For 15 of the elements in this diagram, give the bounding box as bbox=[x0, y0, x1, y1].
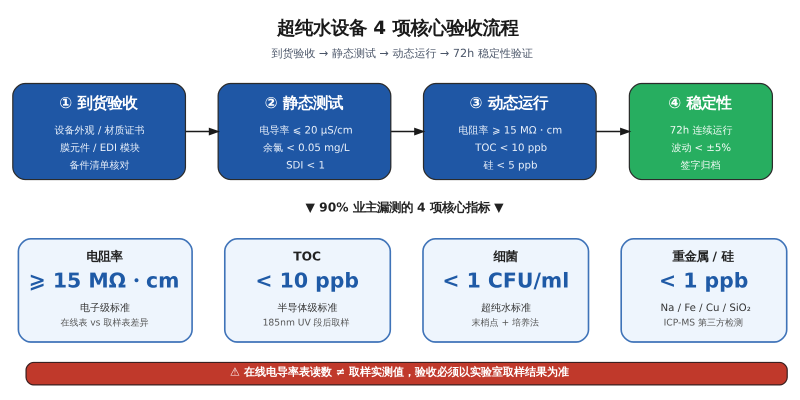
node-box: 细菌 < 1 CFU/ml 超纯水标准 末梢点 + 培养法 bbox=[422, 238, 590, 342]
node-box: ② 静态测试 电导率 ⩽ 20 μS/cm 余氯 < 0.05 mg/L SDI < 1 bbox=[218, 82, 392, 180]
arrow bbox=[596, 127, 632, 135]
label: 到货验收 → 静态测试 → 动态运行 → 72h 稳定性验证 bbox=[271, 46, 533, 60]
arrow bbox=[186, 127, 220, 135]
diagram-title: 超纯水设备 4 项核心验收流程 bbox=[276, 17, 518, 38]
node-box: TOC < 10 ppb 半导体级标准 185nm UV 段后取样 bbox=[224, 238, 392, 342]
node-box: ③ 动态运行 电阻率 ⩾ 15 MΩ・cm TOC < 10 ppb 硅 < 5 ppb bbox=[422, 82, 597, 180]
arrow bbox=[391, 127, 426, 135]
node-box: ① 到货验收 设备外观 / 材质证书 膜元件 / EDI 模块 备件清单核对 bbox=[12, 82, 186, 180]
node-box: 重金属 / 硅 < 1 ppb Na / Fe / Cu / SiO₂ ICP-MS 第三方检测 bbox=[620, 238, 788, 342]
node-box: ④ 稳定性 72h 连续运行 波动 < ±5% 签字归档 bbox=[628, 82, 774, 180]
node-box: 电阻率 ⩾ 15 MΩ・cm 电子级标准 在线表 vs 取样表差异 bbox=[18, 238, 193, 342]
label: ▼ 90% 业主漏测的 4 项核心指标 ▼ bbox=[305, 200, 504, 214]
node-box: ⚠ 在线电导率表读数 ≠ 取样实测值，验收必须以实验室取样结果为准 bbox=[25, 361, 788, 386]
